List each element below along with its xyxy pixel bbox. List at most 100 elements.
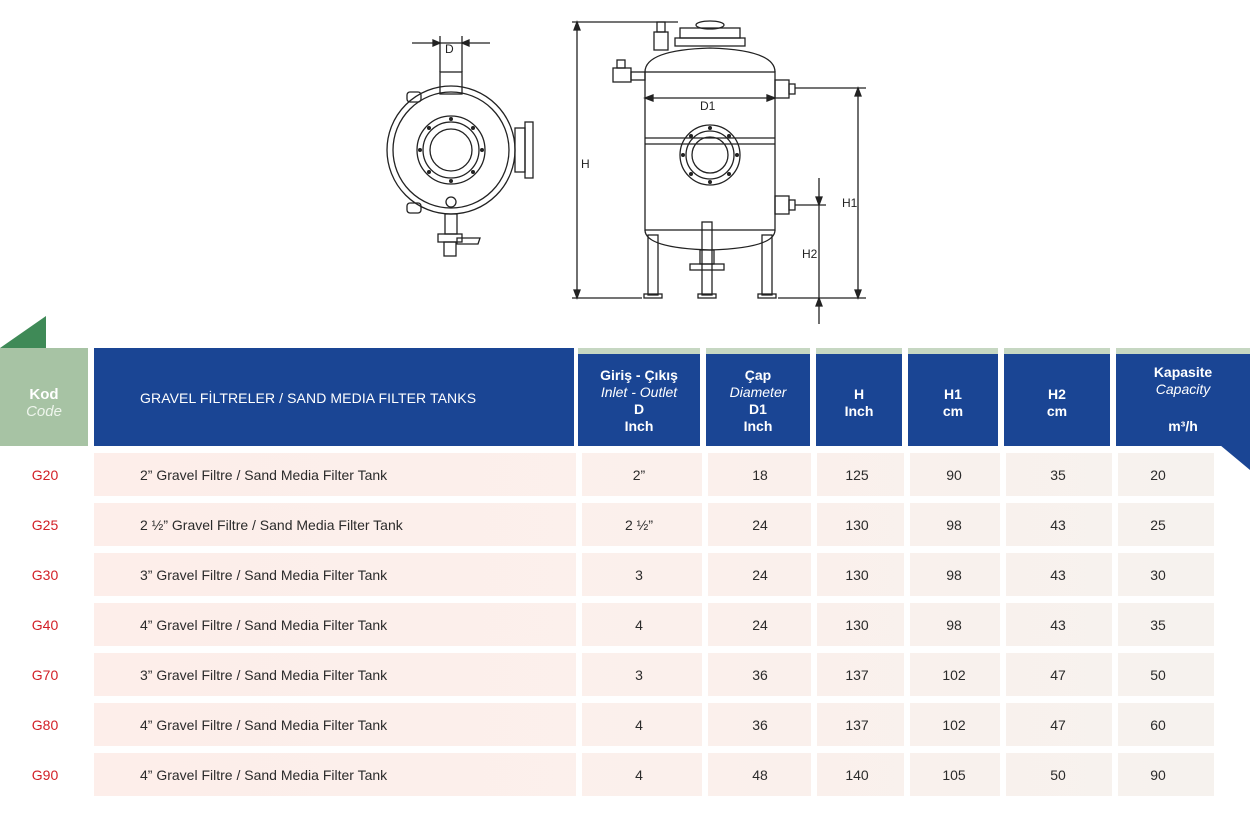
row-cell-cap: 60 (1150, 717, 1166, 733)
row-cell-d: 4 (635, 617, 643, 633)
decorative-blue-triangle (1214, 440, 1250, 470)
column-d1-symbol: D1 (749, 401, 767, 417)
column-separator (904, 703, 910, 746)
column-separator (811, 553, 817, 596)
row-cell-h2: 35 (1050, 467, 1066, 483)
row-cell-d: 4 (635, 717, 643, 733)
column-h-unit: Inch (844, 403, 874, 419)
column-separator (1112, 753, 1118, 796)
row-code: G20 (31, 467, 59, 483)
table-row: G70 3” Gravel Filtre / Sand Media Filter … (0, 653, 1250, 696)
column-separator (576, 503, 582, 546)
column-d-en: Inlet - Outlet (600, 384, 678, 400)
technical-drawing: D (0, 0, 1250, 330)
row-code: G90 (31, 767, 59, 783)
column-separator (904, 653, 910, 696)
column-separator (904, 503, 910, 546)
column-header-h: H Inch (816, 348, 902, 446)
row-background (94, 753, 1214, 796)
row-cell-h1: 98 (946, 517, 962, 533)
row-description: 3” Gravel Filtre / Sand Media Filter Tan… (140, 667, 388, 683)
table-row: G20 2” Gravel Filtre / Sand Media Filter … (0, 453, 1250, 496)
column-separator (1000, 553, 1006, 596)
row-cell-h2: 43 (1050, 517, 1066, 533)
column-header-d: Giriş - Çıkış Inlet - Outlet D Inch (578, 348, 700, 446)
code-header-tr: Kod (29, 386, 59, 403)
column-separator (702, 703, 708, 746)
row-cell-h1: 105 (942, 767, 966, 783)
column-d1-unit: Inch (743, 418, 773, 434)
row-cell-h2: 47 (1050, 717, 1066, 733)
column-separator (811, 453, 817, 496)
row-cell-d1: 48 (752, 767, 768, 783)
row-cell-h2: 43 (1050, 567, 1066, 583)
row-cell-d1: 24 (752, 517, 768, 533)
row-background (94, 503, 1214, 546)
column-d-symbol: D (633, 401, 645, 417)
column-separator (811, 653, 817, 696)
column-header-h2: H2 cm (1004, 348, 1110, 446)
dimension-label-d: D (445, 42, 454, 56)
front-view: H D1 (572, 20, 866, 324)
row-cell-d: 2” (632, 467, 646, 483)
column-separator (811, 603, 817, 646)
row-cell-d: 3 (635, 567, 643, 583)
row-description: 2” Gravel Filtre / Sand Media Filter Tan… (140, 467, 388, 483)
dimension-label-h2: H2 (802, 247, 818, 261)
row-cell-h: 130 (845, 567, 869, 583)
column-d-unit: Inch (624, 418, 654, 434)
column-separator (811, 703, 817, 746)
column-separator (1000, 453, 1006, 496)
row-description: 3” Gravel Filtre / Sand Media Filter Tan… (140, 567, 388, 583)
row-cell-h2: 50 (1050, 767, 1066, 783)
column-h1-symbol: H1 (944, 386, 962, 402)
column-separator (904, 453, 910, 496)
row-code: G30 (31, 567, 59, 583)
row-cell-h1: 98 (946, 617, 962, 633)
row-cell-cap: 90 (1150, 767, 1166, 783)
row-background (94, 553, 1214, 596)
column-separator (904, 753, 910, 796)
row-cell-d: 3 (635, 667, 643, 683)
column-separator (576, 753, 582, 796)
column-separator (702, 453, 708, 496)
row-cell-cap: 20 (1150, 467, 1166, 483)
column-separator (702, 553, 708, 596)
row-cell-d1: 24 (752, 567, 768, 583)
row-cell-h: 130 (845, 617, 869, 633)
column-separator (1112, 603, 1118, 646)
column-separator (811, 503, 817, 546)
code-column-header: Kod Code (0, 348, 88, 446)
row-cell-cap: 25 (1150, 517, 1166, 533)
column-separator (1000, 603, 1006, 646)
column-separator (1112, 503, 1118, 546)
column-h2-symbol: H2 (1048, 386, 1066, 402)
column-header-d1: Çap Diameter D1 Inch (706, 348, 810, 446)
column-separator (1000, 653, 1006, 696)
row-cell-h: 137 (845, 717, 869, 733)
column-h-symbol: H (853, 386, 865, 402)
column-separator (1112, 703, 1118, 746)
row-description: 4” Gravel Filtre / Sand Media Filter Tan… (140, 717, 388, 733)
row-code: G80 (31, 717, 59, 733)
row-background (94, 653, 1214, 696)
row-description: 2 ½” Gravel Filtre / Sand Media Filter T… (140, 517, 403, 533)
filter-tank-drawing: D (386, 20, 866, 324)
row-description: 4” Gravel Filtre / Sand Media Filter Tan… (140, 617, 388, 633)
row-cell-h: 140 (845, 767, 869, 783)
row-cell-h1: 102 (942, 667, 966, 683)
decorative-green-triangle (0, 316, 46, 348)
row-cell-d1: 24 (752, 617, 768, 633)
row-cell-h1: 90 (946, 467, 962, 483)
top-view: D (386, 36, 534, 257)
dimension-label-h: H (581, 157, 590, 171)
row-code: G70 (31, 667, 59, 683)
code-header-en: Code (26, 403, 62, 420)
row-cell-d: 4 (635, 767, 643, 783)
row-cell-cap: 50 (1150, 667, 1166, 683)
column-capacity-unit: m³/h (1168, 418, 1198, 434)
row-cell-h: 125 (845, 467, 869, 483)
row-cell-h: 130 (845, 517, 869, 533)
row-cell-h1: 102 (942, 717, 966, 733)
